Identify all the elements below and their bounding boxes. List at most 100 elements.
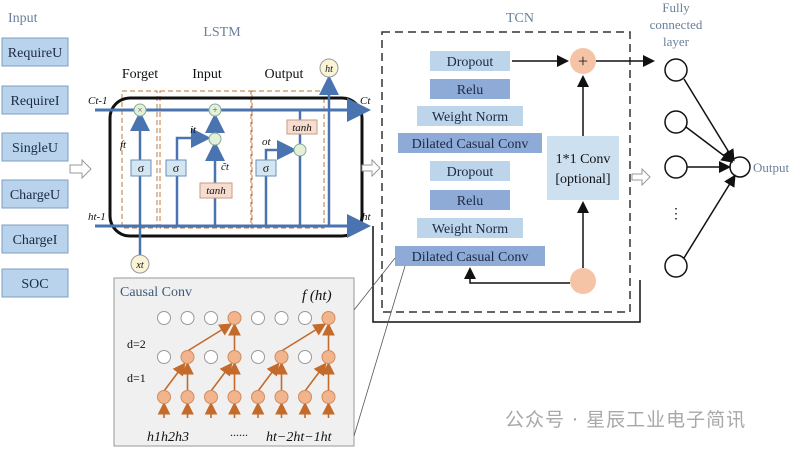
hollow-arrow-icon: [631, 167, 651, 187]
svg-text:connected: connected: [650, 17, 703, 32]
active-node: [204, 390, 218, 404]
input-gate-region: [159, 90, 253, 229]
residual-add-node: [570, 48, 596, 74]
sigma-box: [130, 159, 152, 177]
svg-text:......: ......: [230, 425, 248, 439]
causal-grid: [157, 311, 336, 418]
svg-text:σ: σ: [263, 161, 270, 175]
tcn-title: TCN: [506, 11, 534, 26]
tcn-layer: [395, 246, 545, 266]
svg-text:×: ×: [137, 105, 142, 115]
inactive-node: [298, 350, 312, 364]
inactive-node: [204, 350, 218, 364]
active-node: [157, 390, 171, 404]
input-label: RequireI: [11, 94, 60, 109]
svg-text:Dropout: Dropout: [447, 55, 494, 70]
label-h-prev: ht-1: [88, 211, 106, 223]
active-node: [321, 311, 336, 325]
input-items: RequireU RequireI SingleU ChargeU Charge…: [1, 37, 69, 298]
tanh-box: [286, 119, 318, 135]
fc-nodes: [664, 58, 751, 278]
svg-text:Fully: Fully: [662, 0, 690, 15]
label-h-next: ht: [362, 211, 372, 223]
svg-text:Dropout: Dropout: [447, 165, 494, 180]
svg-text:tanh: tanh: [206, 185, 226, 197]
conv-edge: [210, 362, 233, 392]
tcn-block: [381, 31, 631, 313]
svg-text:σ: σ: [138, 161, 145, 175]
sigma-box: [165, 159, 187, 177]
inactive-node: [274, 311, 289, 325]
watermark: 公众号 · 星辰工业电子简讯: [505, 409, 747, 431]
svg-text:ft: ft: [120, 139, 127, 151]
inactive-node: [298, 311, 312, 325]
svg-text:h1h2h3: h1h2h3: [147, 430, 189, 445]
lstm-title: LSTM: [203, 25, 241, 40]
conv-edge: [257, 362, 280, 392]
gate-label-input: Input: [192, 67, 222, 82]
conv-edge: [304, 362, 327, 392]
svg-text:f (ht): f (ht): [302, 288, 332, 304]
gate-label-forget: Forget: [122, 67, 158, 82]
tcn-layer: [398, 133, 542, 153]
input-label: SingleU: [12, 141, 58, 156]
active-node: [180, 350, 195, 364]
conv-edge: [187, 323, 233, 352]
svg-text:Dilated Casual Conv: Dilated Casual Conv: [412, 250, 529, 265]
sigma-box: [255, 159, 277, 177]
input-label: ChargeI: [13, 233, 58, 248]
fc-node: [664, 110, 688, 134]
active-node: [180, 390, 195, 404]
active-node: [251, 390, 265, 404]
gate-label-output: Output: [265, 67, 304, 82]
svg-text:Weight Norm: Weight Norm: [432, 110, 508, 125]
multiply-icon: [133, 103, 147, 117]
inactive-node: [157, 311, 171, 325]
x-input-node: [130, 254, 150, 274]
inactive-node: [251, 311, 265, 325]
svg-text:Output: Output: [753, 160, 790, 175]
active-node: [227, 311, 242, 325]
tanh-box: [199, 182, 233, 199]
tcn-layer: [430, 79, 510, 99]
multiply-icon: [293, 143, 307, 157]
active-node: [321, 390, 336, 404]
active-node: [274, 390, 289, 404]
forget-gate-region: [121, 90, 158, 229]
svg-text:ot: ot: [262, 136, 272, 148]
input-box: [1, 179, 69, 209]
conv-edge: [163, 362, 186, 392]
conv1x1-box: [547, 136, 619, 200]
tcn-layer: [430, 190, 510, 210]
svg-text:ht−2ht−1ht: ht−2ht−1ht: [266, 430, 333, 445]
tcn-layer: [430, 51, 510, 71]
output-gate-region: [250, 90, 325, 229]
svg-text:Relu: Relu: [457, 83, 483, 98]
input-box: [1, 37, 69, 67]
tcn-layer: [417, 106, 523, 126]
svg-text:Dilated Casual Conv: Dilated Casual Conv: [412, 137, 529, 152]
svg-text:tanh: tanh: [292, 122, 312, 134]
svg-text:ht: ht: [325, 64, 333, 75]
lstm-to-tcn-line: [372, 226, 641, 323]
svg-text:1*1 Conv: 1*1 Conv: [556, 152, 611, 167]
input-box: [1, 85, 69, 115]
label-c-next: Ct: [360, 95, 371, 107]
input-box: [1, 132, 69, 162]
plus-icon: [208, 103, 222, 117]
fc-node: [664, 254, 688, 278]
svg-text:σ: σ: [173, 161, 180, 175]
input-title: Input: [8, 11, 38, 26]
hollow-arrow-icon: [361, 158, 381, 178]
svg-text:Relu: Relu: [457, 194, 483, 209]
svg-text:xt: xt: [135, 260, 143, 271]
active-node: [274, 350, 289, 364]
input-box: [1, 268, 69, 298]
svg-text:[optional]: [optional]: [555, 172, 610, 187]
svg-text:⋮: ⋮: [669, 207, 683, 222]
active-node: [227, 390, 242, 404]
output-node: [729, 156, 751, 178]
svg-text:d=1: d=1: [127, 371, 146, 385]
multiply-icon: [208, 132, 222, 146]
